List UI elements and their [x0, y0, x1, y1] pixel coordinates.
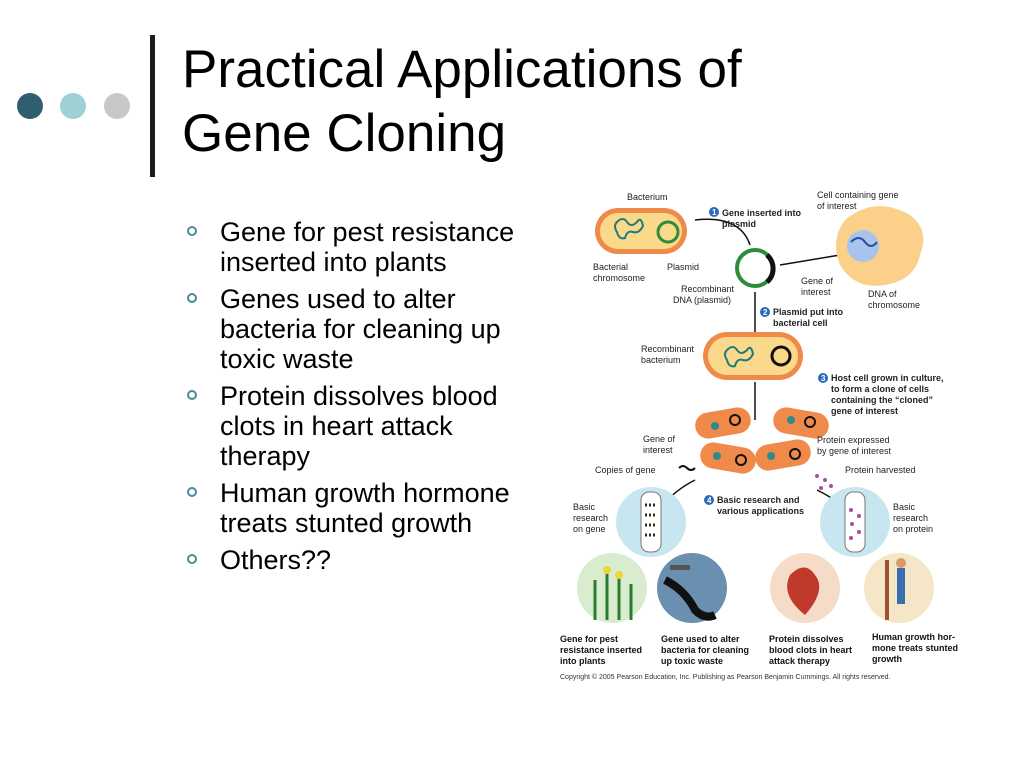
bullet-text: Genes used to alter bacteria for cleanin…	[220, 284, 501, 374]
label-basic-gene-2: research	[573, 513, 608, 523]
label-protein-expressed-2: by gene of interest	[817, 446, 892, 456]
caption-1-line-2: resistance inserted	[560, 645, 642, 655]
gene-copies-icon	[678, 465, 696, 471]
label-gene-interest-b1: Gene of	[643, 434, 676, 444]
label-bacterial-chromosome-2: chromosome	[593, 273, 645, 283]
label-protein-harvested: Protein harvested	[845, 465, 916, 475]
donor-cell-illustration	[836, 206, 924, 286]
step-4-line-2: various applications	[717, 506, 804, 516]
step-3-line-3: containing the “cloned”	[831, 395, 933, 405]
step-3-icon	[818, 373, 828, 383]
step-3-line-1: Host cell grown in culture,	[831, 373, 944, 383]
bullet-icon	[187, 226, 197, 236]
label-cell-gene-1: Cell containing gene	[817, 190, 899, 200]
plants-application-image	[577, 553, 647, 623]
caption-2-line-1: Gene used to alter	[661, 634, 740, 644]
step-2-line-1: Plasmid put into	[773, 307, 844, 317]
step-3-line-4: gene of interest	[831, 406, 898, 416]
label-plasmid: Plasmid	[667, 262, 699, 272]
oil-spill-application-image	[657, 553, 727, 623]
label-dna-chromosome-1: DNA of	[868, 289, 897, 299]
caption-4-line-3: growth	[872, 654, 902, 664]
bacteria-clone-illustration	[695, 407, 829, 474]
step-1-line-2: plasmid	[722, 219, 756, 229]
slide-title: Practical Applications of Gene Cloning	[182, 38, 742, 166]
label-basic-protein-3: on protein	[893, 524, 933, 534]
caption-3-line-3: attack therapy	[769, 656, 830, 666]
decor-dot-dark	[17, 93, 43, 119]
bullet-item: Human growth hormone treats stunted grow…	[187, 478, 547, 538]
title-line-1: Practical Applications of	[182, 40, 742, 99]
caption-1-line-1: Gene for pest	[560, 634, 618, 644]
step-1-icon	[709, 207, 719, 217]
arrow-gene-insert	[779, 254, 841, 266]
label-basic-gene-1: Basic	[573, 502, 596, 512]
recombinant-bacterium-illustration	[703, 332, 803, 380]
gene-cloning-figure: Bacterium Bacterial chromosome Plasmid R…	[555, 180, 985, 688]
label-copies-gene: Copies of gene	[595, 465, 656, 475]
bullet-item: Protein dissolves blood clots in heart a…	[187, 381, 547, 471]
label-dna-chromosome-2: chromosome	[868, 300, 920, 310]
copyright-notice: Copyright © 2005 Pearson Education, Inc.…	[560, 673, 890, 681]
decor-dot-gray	[104, 93, 130, 119]
arrow-plasmid-extract	[694, 218, 751, 246]
step-1-line-1: Gene inserted into	[722, 208, 802, 218]
caption-3-line-1: Protein dissolves	[769, 634, 844, 644]
growth-application-image	[864, 553, 934, 623]
label-recombinant-dna-2: DNA (plasmid)	[673, 295, 731, 305]
caption-2-line-2: bacteria for cleaning	[661, 645, 749, 655]
decor-dot-light	[60, 93, 86, 119]
bullet-text: Gene for pest resistance inserted into p…	[220, 217, 515, 277]
label-recombinant-bacterium-2: bacterium	[641, 355, 681, 365]
protein-research-test-tube	[820, 487, 890, 557]
step-1-number: 1	[712, 208, 717, 217]
label-gene-interest-b2: interest	[643, 445, 673, 455]
gene-cloning-diagram: Bacterium Bacterial chromosome Plasmid R…	[560, 190, 958, 681]
bullet-icon	[187, 293, 197, 303]
bullet-icon	[187, 390, 197, 400]
label-cell-gene-2: of interest	[817, 201, 857, 211]
bullet-text: Protein dissolves blood clots in heart a…	[220, 381, 498, 471]
bullet-item: Others??	[187, 545, 547, 575]
bullet-item: Genes used to alter bacteria for cleanin…	[187, 284, 547, 374]
label-basic-protein-2: research	[893, 513, 928, 523]
label-protein-expressed-1: Protein expressed	[817, 435, 890, 445]
bullet-text: Human growth hormone treats stunted grow…	[220, 478, 510, 538]
label-gene-interest-2: interest	[801, 287, 831, 297]
label-recombinant-dna-1: Recombinant	[681, 284, 735, 294]
step-3-line-2: to form a clone of cells	[831, 384, 929, 394]
caption-4-line-2: mone treats stunted	[872, 643, 958, 653]
caption-2-line-3: up toxic waste	[661, 656, 723, 666]
recombinant-plasmid-illustration	[735, 248, 776, 288]
label-gene-interest-1: Gene of	[801, 276, 834, 286]
caption-3-line-2: blood clots in heart	[769, 645, 852, 655]
bullet-text: Others??	[220, 545, 332, 575]
step-3-number: 3	[821, 374, 826, 383]
caption-4-line-1: Human growth hor-	[872, 632, 955, 642]
title-divider	[150, 35, 155, 177]
title-line-2: Gene Cloning	[182, 104, 507, 163]
heart-application-image	[770, 553, 840, 623]
bullet-icon	[187, 487, 197, 497]
step-4-number: 4	[707, 496, 712, 505]
bullet-icon	[187, 554, 197, 564]
label-basic-protein-1: Basic	[893, 502, 916, 512]
label-basic-gene-3: on gene	[573, 524, 606, 534]
gene-research-test-tube	[616, 487, 686, 557]
label-bacterium: Bacterium	[627, 192, 668, 202]
step-2-icon	[760, 307, 770, 317]
step-2-number: 2	[763, 308, 768, 317]
bullet-item: Gene for pest resistance inserted into p…	[187, 217, 547, 277]
caption-1-line-3: into plants	[560, 656, 606, 666]
bullet-list: Gene for pest resistance inserted into p…	[187, 217, 547, 582]
label-recombinant-bacterium-1: Recombinant	[641, 344, 695, 354]
step-4-line-1: Basic research and	[717, 495, 800, 505]
step-2-line-2: bacterial cell	[773, 318, 828, 328]
step-4-icon	[704, 495, 714, 505]
protein-dots-icon	[815, 474, 833, 490]
bacterium-illustration	[595, 208, 687, 254]
label-bacterial-chromosome-1: Bacterial	[593, 262, 628, 272]
